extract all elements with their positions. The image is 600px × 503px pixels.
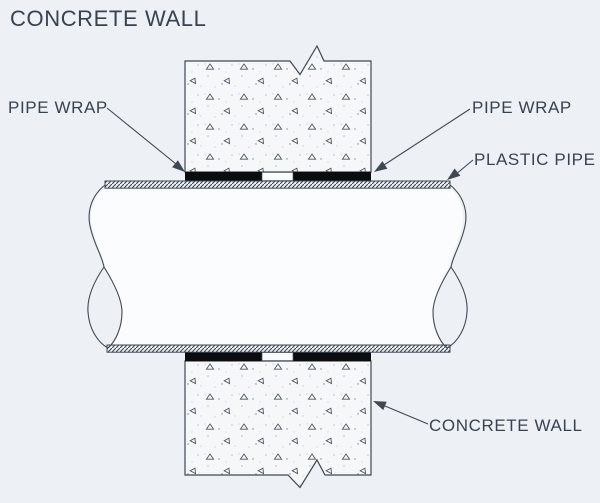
lower-concrete-wall: [184, 360, 372, 489]
leader-pipe-wrap-right: [383, 108, 471, 166]
leader-concrete-wall: [384, 405, 429, 425]
pipe-interior: [91, 188, 463, 345]
pipe-wrap-gap-bottom: [261, 352, 294, 361]
leader-plastic-pipe: [457, 159, 474, 173]
pipe-wrap-label-left: PIPE WRAP: [8, 98, 108, 117]
arrowhead-plastic-pipe: [447, 168, 461, 180]
pipe-wrap-gap-top: [261, 172, 294, 181]
diagram-title: CONCRETE WALL: [10, 6, 207, 31]
arrowhead-concrete-wall: [373, 401, 387, 411]
pipe-wall-top: [104, 180, 451, 189]
pipe-wrap-label-right: PIPE WRAP: [472, 98, 572, 117]
leader-pipe-wrap-left: [106, 107, 177, 165]
pipe-wall-bottom: [106, 344, 451, 353]
upper-concrete-wall: [184, 44, 372, 173]
concrete-wall-label-bottom: CONCRETE WALL: [429, 416, 583, 435]
arrowheads: [172, 160, 461, 411]
upper-wall-outline: [184, 44, 372, 173]
arrowhead-pipe-wrap-left: [172, 160, 185, 172]
arrowhead-pipe-wrap-right: [374, 161, 388, 172]
pipe-break-left: [87, 184, 123, 349]
plastic-pipe-label: PLASTIC PIPE: [474, 150, 596, 169]
pipe-break-right: [432, 184, 468, 349]
leader-lines: [106, 107, 474, 425]
lower-wall-outline: [184, 360, 372, 489]
